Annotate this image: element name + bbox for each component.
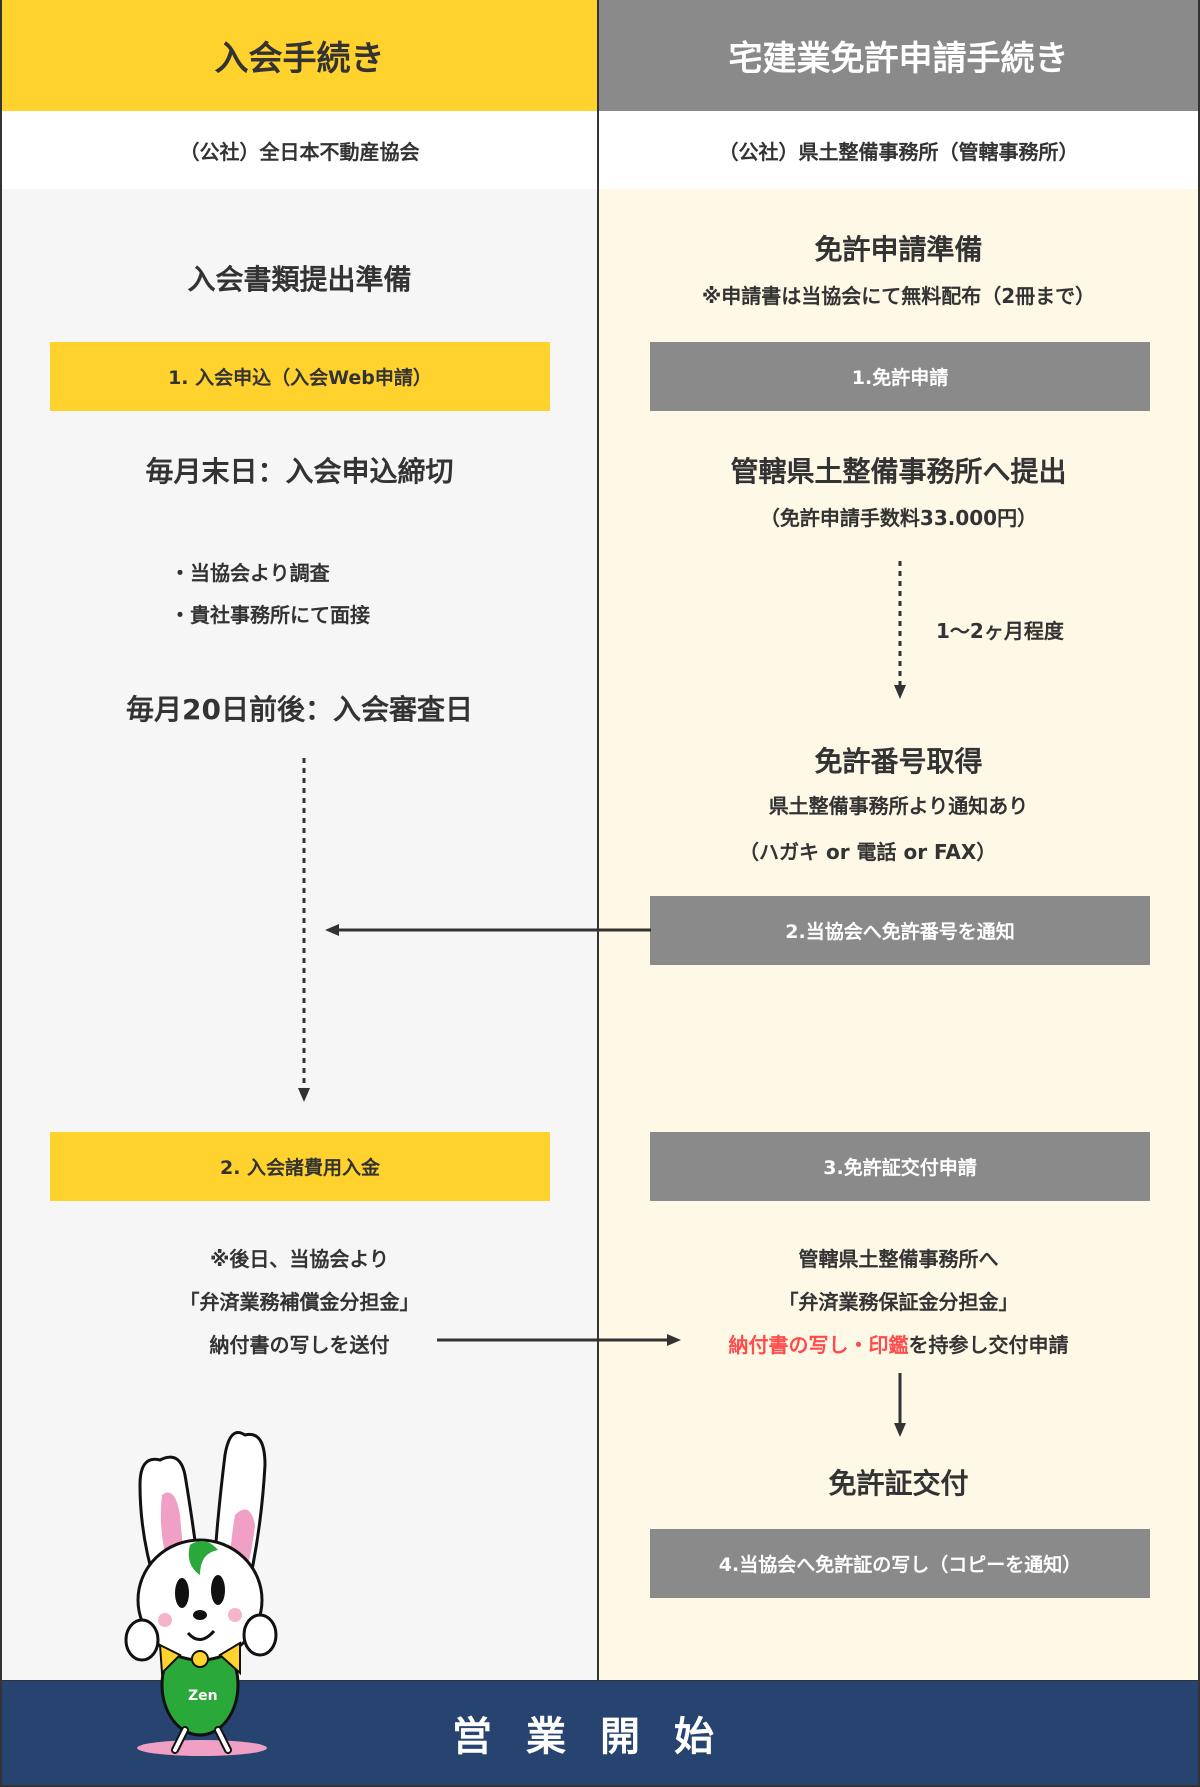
license-prep-note: ※申請書は当協会にて無料配布（2冊まで） xyxy=(701,284,1096,308)
dotted-down-arrow xyxy=(894,561,906,699)
license-number-title: 免許番号取得 xyxy=(814,745,983,778)
membership-notes: ※後日、当協会より 「弁済業務補償金分担金」 納付書の写しを送付 xyxy=(2,1238,597,1367)
license-step-4: 4.当協会へ免許証の写し（コピーを通知） xyxy=(650,1529,1150,1598)
license-step-1: 1.免許申請 xyxy=(650,342,1150,411)
bullet-item: ・貴社事務所にて面接 xyxy=(170,603,370,627)
apply-line: 納付書の写し・印鑑を持参し交付申請 xyxy=(599,1324,1198,1367)
license-prep-title: 免許申請準備 xyxy=(814,233,983,266)
license-step-3: 3.免許証交付申請 xyxy=(650,1132,1150,1201)
membership-column: 入会手続き （公社）全日本不動産協会 入会書類提出準備 1. 入会申込（入会We… xyxy=(2,0,597,1680)
mascot-shirt-label: Zen xyxy=(188,1688,218,1704)
membership-step-2: 2. 入会諸費用入金 xyxy=(50,1132,550,1201)
dotted-down-arrow xyxy=(298,758,310,1102)
note-line: 納付書の写しを送付 xyxy=(209,1333,390,1357)
left-arrow xyxy=(325,924,651,936)
note-line: ※後日、当協会より xyxy=(209,1247,390,1271)
apply-line: 管轄県土整備事務所へ xyxy=(798,1247,999,1271)
apply-rest: を持参し交付申請 xyxy=(908,1333,1069,1357)
apply-line: 「弁済業務保証金分担金」 xyxy=(778,1290,1019,1314)
license-notice: 県土整備事務所より通知あり xyxy=(768,794,1029,818)
license-notice-method: （ハガキ or 電話 or FAX） xyxy=(739,840,997,864)
note-line: 「弁済業務補償金分担金」 xyxy=(179,1290,420,1314)
bullet-item: ・当協会より調査 xyxy=(170,561,330,585)
license-submit: 管轄県土整備事務所へ提出 xyxy=(730,455,1067,488)
license-column: 宅建業免許申請手続き （公社）県土整備事務所（管轄事務所） 免許申請準備 ※申請… xyxy=(599,0,1198,1680)
license-fee: （免許申請手数料33.000円） xyxy=(759,506,1038,530)
license-issue: 免許証交付 xyxy=(828,1467,969,1500)
license-duration: 1〜2ヶ月程度 xyxy=(936,619,1064,643)
right-arrow xyxy=(437,1334,681,1346)
membership-org: （公社）全日本不動産協会 xyxy=(2,111,597,189)
rabbit-mascot: Zen xyxy=(124,1431,278,1756)
apply-highlight: 納付書の写し・印鑑 xyxy=(728,1333,909,1357)
license-header: 宅建業免許申請手続き xyxy=(599,0,1198,111)
membership-review-date: 毎月20日前後：入会審査日 xyxy=(126,693,473,726)
membership-header: 入会手続き xyxy=(2,0,597,111)
license-step-2: 2.当協会へ免許番号を通知 xyxy=(650,896,1150,965)
license-apply: 管轄県土整備事務所へ 「弁済業務保証金分担金」 納付書の写し・印鑑を持参し交付申… xyxy=(599,1238,1198,1367)
license-org: （公社）県土整備事務所（管轄事務所） xyxy=(599,111,1198,189)
down-arrow xyxy=(894,1373,906,1437)
membership-bullets: ・当協会より調査 ・貴社事務所にて面接 xyxy=(170,552,370,636)
membership-step-1: 1. 入会申込（入会Web申請） xyxy=(50,342,550,411)
membership-prep-title: 入会書類提出準備 xyxy=(187,263,412,296)
membership-deadline: 毎月末日：入会申込締切 xyxy=(145,455,454,488)
